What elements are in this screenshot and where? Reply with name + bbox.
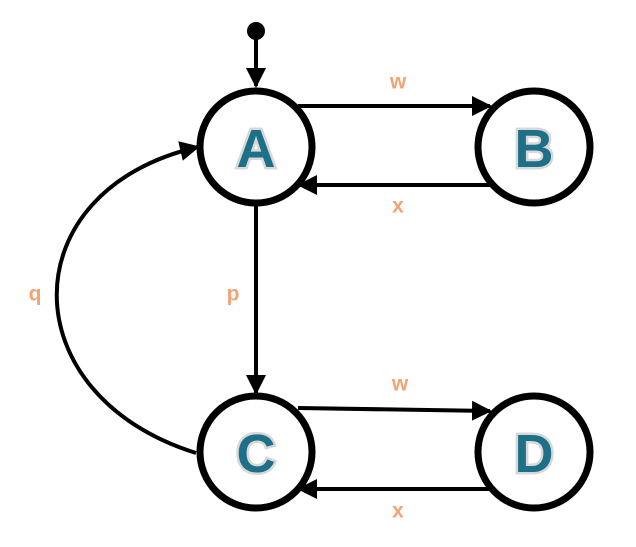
edge-label-c-to-d: w: [391, 373, 409, 396]
edge-label-d-to-c: x: [392, 500, 404, 523]
edge-label-c-to-a: q: [29, 283, 42, 306]
node-a: A: [196, 87, 316, 207]
edge-label-b-to-a: x: [392, 195, 404, 218]
node-c: C: [196, 392, 316, 512]
node-c-label: C: [237, 424, 276, 484]
edge-c-to-a: [54, 141, 200, 455]
node-b-label: B: [515, 119, 554, 179]
edge-label-a-to-b: w: [389, 71, 407, 94]
node-d-label: D: [515, 424, 554, 484]
node-a-label: A: [237, 119, 276, 179]
edge-c-to-d: [297, 400, 492, 421]
node-d: D: [474, 392, 594, 512]
node-b: B: [474, 87, 594, 207]
initial-state-dot: [247, 22, 265, 40]
edge-label-a-to-c: p: [227, 283, 240, 306]
